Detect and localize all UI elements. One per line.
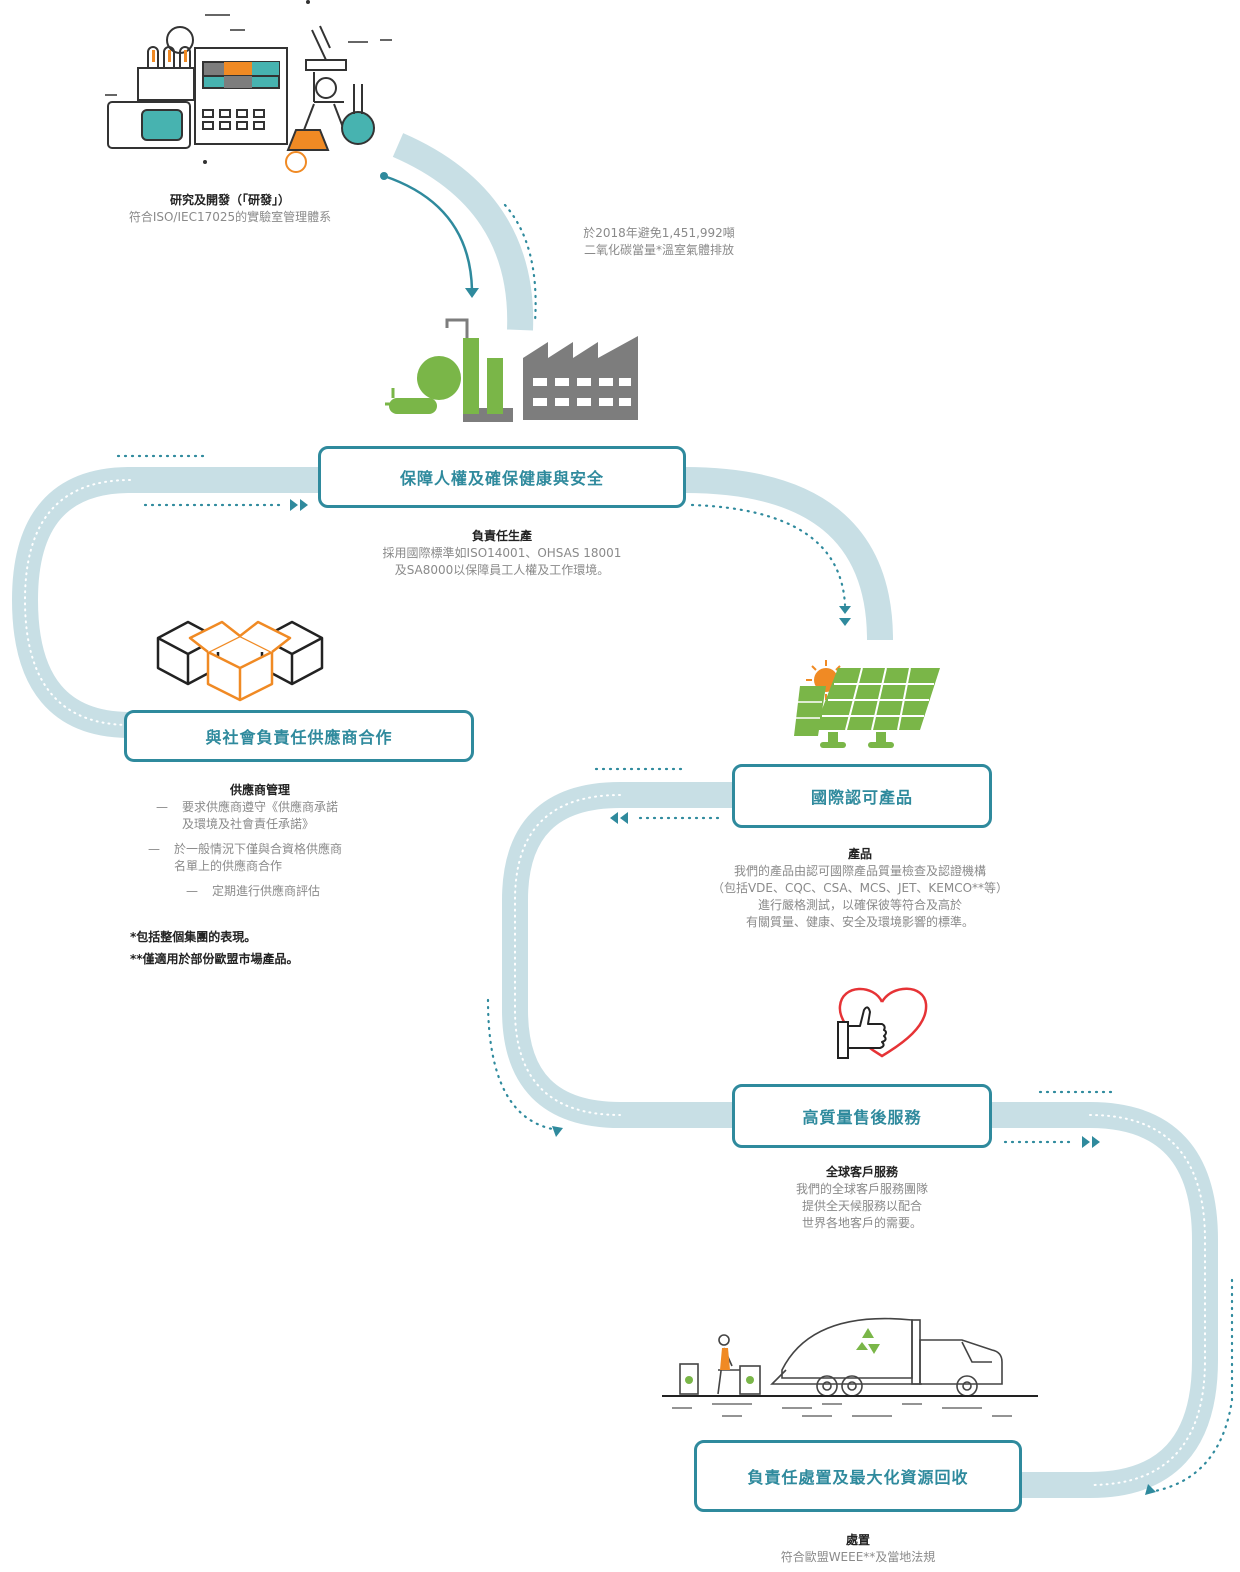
dash-mark: — — [156, 800, 168, 814]
supplier-item-1b: 及環境及社會責任承諾》 — [182, 817, 315, 831]
supplier-item: — 要求供應商遵守《供應商承諾及環境及社會責任承諾》 — [148, 799, 408, 833]
recycling-truck-icon — [662, 1317, 1038, 1417]
laboratory-icon — [105, 0, 392, 173]
products-line3: 進行嚴格測試，以確保彼等符合及高於 — [757, 898, 962, 912]
stage-disposal: 負責任處置及最大化資源回收 — [694, 1440, 1022, 1512]
service-heading: 全球客戶服務 — [825, 1165, 898, 1179]
stage-service-label: 高質量售後服務 — [802, 1108, 922, 1127]
arrowhead-right-1 — [290, 499, 308, 511]
dash-mark: — — [148, 842, 160, 856]
footnotes: *包括整個集團的表現。 **僅適用於部份歐盟市場產品。 — [130, 926, 299, 970]
production-line2: 及SA8000以保障員工人權及工作環境。 — [394, 563, 610, 577]
dotted-arc-emission — [503, 203, 537, 324]
supplier-item-3: 定期進行供應商評估 — [212, 884, 321, 898]
service-line2: 提供全天候服務以配合 — [801, 1199, 922, 1213]
dotted-arc-bottom — [1148, 1278, 1234, 1494]
emission-line2: 二氧化碳當量*溫室氣體排放 — [583, 243, 734, 257]
supplier-item: — 定期進行供應商評估 — [148, 883, 408, 900]
service-line3: 世界各地客戶的需要。 — [801, 1216, 922, 1230]
stage-products: 國際認可產品 — [732, 764, 992, 828]
disposal-note: 處置 符合歐盟WEEE**及當地法規 — [694, 1532, 1022, 1566]
stage-disposal-label: 負責任處置及最大化資源回收 — [747, 1468, 969, 1487]
service-note: 全球客戶服務 我們的全球客戶服務團隊 提供全天候服務以配合 世界各地客戶的需要。 — [732, 1164, 992, 1232]
supplier-item: — 於一般情況下僅與合資格供應商名單上的供應商合作 — [148, 841, 408, 875]
solar-panel-icon — [794, 660, 940, 748]
production-heading: 負責任生產 — [471, 529, 532, 543]
emission-note: 於2018年避免1,451,992噸 二氧化碳當量*溫室氣體排放 — [548, 225, 770, 259]
stage-production: 保障人權及確保健康與安全 — [318, 446, 686, 508]
supplier-item-1a: 要求供應商遵守《供應商承諾 — [182, 800, 339, 814]
supplier-item-2b: 名單上的供應商合作 — [174, 859, 283, 873]
dotted-arc-right — [690, 503, 847, 607]
production-note: 負責任生產 採用國際標準如ISO14001、OHSAS 18001 及SA800… — [318, 528, 686, 579]
band-middle — [502, 782, 735, 1128]
rd-connector-arrow — [383, 174, 474, 291]
products-heading: 產品 — [847, 847, 872, 861]
emission-line1: 於2018年避免1,451,992噸 — [583, 226, 735, 240]
stage-suppliers: 與社會負責任供應商合作 — [124, 710, 474, 762]
boxes-icon — [156, 620, 324, 702]
stage-production-label: 保障人權及確保健康與安全 — [399, 469, 604, 488]
products-note: 產品 我們的產品由認可國際產品質量檢查及認證機構 （包括VDE、CQC、CSA、… — [650, 846, 1070, 931]
arrowhead-left-mid — [610, 812, 628, 824]
products-line1: 我們的產品由認可國際產品質量檢查及認證機構 — [733, 864, 986, 878]
products-line2: （包括VDE、CQC、CSA、MCS、JET、KEMCO**等） — [711, 881, 1009, 895]
disposal-heading: 處置 — [845, 1533, 870, 1547]
suppliers-note: 供應商管理 — 要求供應商遵守《供應商承諾及環境及社會責任承諾》 — 於一般情況… — [148, 782, 408, 900]
rd-note: 研究及開發（「研發」） 符合ISO/IEC17025的實驗室管理體系 — [95, 192, 365, 226]
arrowhead-right-2 — [1082, 1136, 1100, 1148]
band-top — [392, 133, 534, 331]
footnote-2: **僅適用於部份歐盟市場產品。 — [130, 952, 299, 966]
stage-suppliers-label: 與社會負責任供應商合作 — [205, 728, 393, 747]
dash-mark: — — [186, 884, 198, 898]
production-line1: 採用國際標準如ISO14001、OHSAS 18001 — [382, 546, 622, 560]
suppliers-heading: 供應商管理 — [230, 783, 291, 797]
arrowhead-bottom-arc — [1145, 1484, 1156, 1495]
supplier-item-2a: 於一般情況下僅與合資格供應商 — [174, 842, 343, 856]
stage-service: 高質量售後服務 — [732, 1084, 992, 1148]
band-right-drop — [684, 467, 893, 641]
footnote-1: *包括整個集團的表現。 — [130, 930, 257, 944]
rd-heading: 研究及開發（「研發」） — [169, 193, 290, 207]
factory-icon — [385, 318, 638, 422]
rd-text: 符合ISO/IEC17025的實驗室管理體系 — [128, 210, 332, 224]
arrowhead-mid-arc — [552, 1126, 563, 1137]
dotted-arc-mid — [486, 998, 560, 1132]
thumbs-up-heart-icon — [837, 987, 928, 1059]
products-line4: 有關質量、健康、安全及環境影響的標準。 — [745, 915, 974, 929]
arrowhead-down — [839, 606, 851, 626]
stage-products-label: 國際認可產品 — [810, 788, 913, 807]
disposal-text: 符合歐盟WEEE**及當地法規 — [780, 1550, 936, 1564]
service-line1: 我們的全球客戶服務團隊 — [795, 1182, 928, 1196]
